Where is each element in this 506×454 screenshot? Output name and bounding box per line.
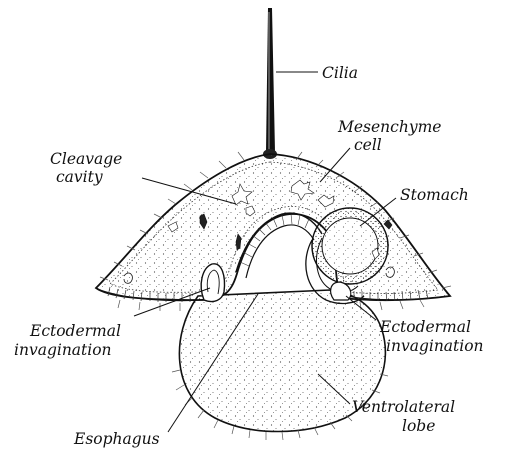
label-esophagus: Esophagus — [73, 430, 160, 448]
label-mesenchyme-cell-line2: cell — [354, 136, 382, 154]
apical-cilia-tuft — [263, 8, 277, 159]
label-cleavage-cavity-line1: Cleavage — [50, 150, 122, 168]
umbrella-body-shape — [96, 154, 450, 300]
label-ventrolateral-lobe-line2: lobe — [402, 417, 435, 435]
stomach — [312, 208, 388, 284]
label-ventrolateral-lobe-line1: Ventrolateral — [352, 398, 455, 416]
label-ectodermal-invagination-right-line1: Ectodermal — [379, 318, 471, 336]
label-stomach: Stomach — [400, 186, 469, 204]
left-ectodermal-invagination — [201, 264, 224, 302]
label-cilia: Cilia — [322, 64, 358, 82]
label-ectodermal-invagination-left-line1: Ectodermal — [29, 322, 121, 340]
label-mesenchyme-cell-line1: Mesenchyme — [337, 118, 441, 136]
label-cleavage-cavity-line2: cavity — [56, 168, 103, 186]
label-ectodermal-invagination-right-line2: invagination — [386, 337, 484, 355]
label-ectodermal-invagination-left-line2: invagination — [14, 341, 112, 359]
